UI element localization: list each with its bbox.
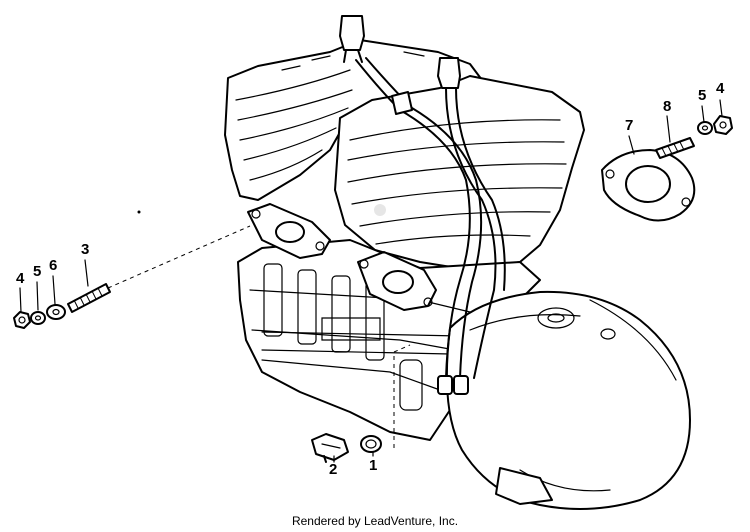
callout-5-left: 5 (33, 263, 42, 280)
right-intake-flange (357, 251, 437, 311)
nut-4-right (713, 115, 733, 135)
callout-2: 2 (329, 461, 338, 478)
spark-plug-wires (339, 15, 506, 395)
callout-7: 7 (625, 117, 634, 134)
recoil-starter-cover (445, 290, 691, 510)
right-cylinder-head (334, 75, 585, 271)
washer-6 (46, 304, 66, 320)
nut-4-left (13, 311, 31, 329)
plug-2 (311, 433, 349, 463)
watermark-mark (374, 204, 386, 216)
callout-5-right: 5 (698, 87, 707, 104)
callout-8: 8 (663, 98, 672, 115)
lock-washer-5-left (30, 311, 46, 325)
left-fastener-group (13, 225, 251, 329)
lock-washer-5-right (697, 121, 713, 135)
callout-1: 1 (369, 457, 378, 474)
leader-lines (19, 99, 723, 463)
dot-mark (137, 210, 141, 214)
gasket-7 (601, 149, 696, 222)
callout-4-left: 4 (16, 270, 25, 287)
right-fastener-group (601, 115, 733, 222)
stud-8 (655, 137, 695, 159)
footer-credit: Rendered by LeadVenture, Inc. (291, 514, 459, 528)
crankcase-block (237, 239, 541, 441)
callout-3: 3 (81, 241, 90, 258)
stud-3 (67, 283, 111, 313)
washer-1 (360, 435, 382, 453)
callout-4-right: 4 (716, 80, 725, 97)
callout-6: 6 (49, 257, 58, 274)
left-intake-flange (247, 203, 331, 259)
drain-plug-group (311, 344, 411, 463)
